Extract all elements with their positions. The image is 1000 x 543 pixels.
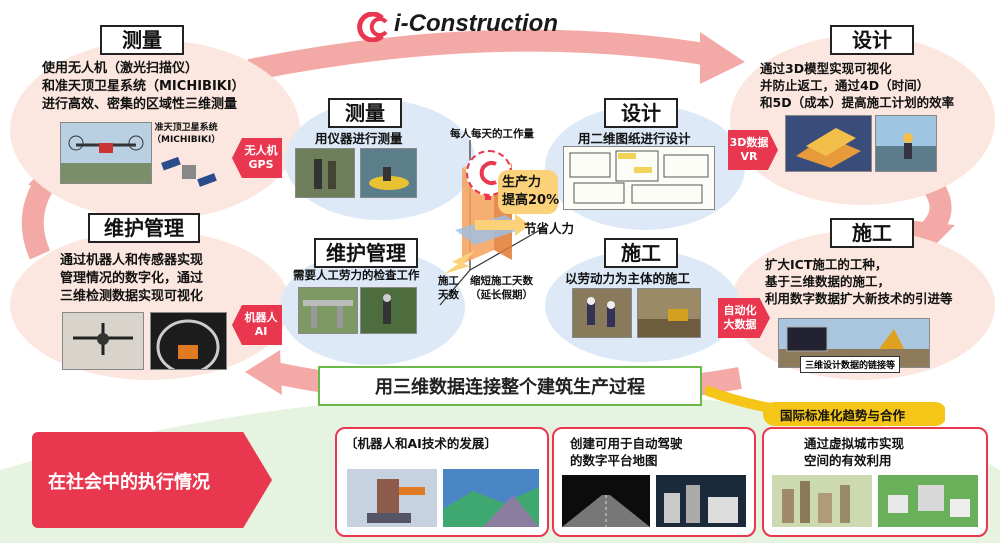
society-arrow	[32, 432, 272, 528]
future-survey-desc: 使用无人机（激光扫描仪） 和准天顶卫星系统（MICHIBIKI） 进行高效、密集…	[42, 60, 245, 114]
card-robot-ai: 〔机器人和AI技术的发展〕	[335, 427, 549, 537]
construction-caption: 三维设计数据的链接等	[800, 356, 901, 373]
logo-mark-icon	[357, 12, 388, 42]
days-line: 施工	[438, 275, 459, 287]
future-construction-desc: 扩大ICT施工的工种， 基于三维数据的施工， 利用数字数据扩大新技术的引进等	[765, 256, 953, 307]
desc-line: 并防止返工，通过4D（时间）	[760, 78, 930, 93]
desc-line: 和5D（成本）提高施工计划的效率	[760, 95, 955, 110]
future-construction-label: 施工	[830, 218, 914, 248]
card-title: 〔机器人和AI技术的发展〕	[345, 436, 497, 451]
header-logo: i-Construction	[352, 10, 612, 44]
desc-line: 通过3D模型实现可视化	[760, 61, 892, 76]
virtual-city-photo	[772, 475, 872, 527]
future-maintenance-label: 维护管理	[88, 213, 200, 243]
current-construction-label: 施工	[604, 238, 678, 268]
days-arrow	[444, 250, 475, 274]
pointcloud-photo	[562, 475, 650, 527]
desc-line: 使用无人机（激光扫描仪）	[42, 61, 199, 76]
survey-boat-photo	[360, 148, 417, 198]
desc-line: 三维检测数据实现可视化	[60, 289, 204, 304]
site-work-photo	[637, 288, 701, 338]
labor-arrow	[475, 214, 530, 236]
current-construction-desc: 以劳动力为主体的施工	[565, 271, 691, 286]
productivity-line: 提高20%	[502, 193, 560, 208]
current-design-desc: 用二维图纸进行设计	[578, 131, 691, 146]
productivity-line: 生产力	[502, 175, 542, 190]
desc-line: 进行高效、密集的区域性三维测量	[42, 97, 238, 112]
satellite-icon	[161, 156, 217, 187]
card-title-line: 的数字平台地图	[570, 453, 658, 468]
field-inspection-photo	[360, 287, 417, 334]
future-survey-label: 测量	[100, 25, 184, 55]
current-survey-label: 测量	[328, 98, 402, 128]
ai-terrain-photo	[443, 469, 539, 527]
manual-labor-photo	[572, 288, 632, 338]
current-maintenance-label: 维护管理	[314, 238, 418, 268]
tag-line: 3D数据	[729, 136, 769, 149]
tag-line: AI	[254, 325, 268, 338]
tag-line: 大数据	[723, 318, 757, 331]
3d-model-photo	[785, 115, 872, 172]
2d-drawings-photo	[563, 146, 715, 210]
satellite-caption: 准天顶卫星系统 （MICHIBIKI）	[152, 122, 220, 146]
tag-line: 无人机	[244, 144, 278, 157]
desc-line: 管理情况的数字化，通过	[60, 271, 204, 286]
chart-top-axis-label: 每人每天的工作量	[450, 128, 534, 140]
current-survey-desc: 用仪器进行测量	[315, 131, 403, 146]
current-design-label: 设计	[604, 98, 678, 128]
tag-line: 机器人	[244, 311, 278, 324]
future-design-label: 设计	[830, 25, 914, 55]
card-virtual-city: 通过虚拟城市实现 空间的有效利用	[762, 427, 988, 537]
desc-line: 通过机器人和传感器实现	[60, 253, 204, 268]
card-title: 创建可用于自动驾驶 的数字平台地图	[570, 435, 683, 469]
desc-line: 基于三维数据的施工，	[765, 274, 891, 289]
city-model-photo	[878, 475, 978, 527]
connect-bar: 用三维数据连接整个建筑生产过程	[318, 366, 702, 406]
vr-photo	[875, 115, 937, 172]
shorten-days-label: 缩短施工天数 （延长假期）	[470, 274, 533, 302]
desc-line: 扩大ICT施工的工种，	[765, 257, 888, 272]
days-axis-label: 施工 天数	[438, 274, 459, 302]
society-label: 在社会中的执行情况	[48, 472, 210, 493]
caption-line: 准天顶卫星系统	[154, 123, 218, 133]
robot-photo	[347, 469, 437, 527]
desc-line: 利用数字数据扩大新技术的引进等	[765, 291, 953, 306]
shorten-line: 缩短施工天数	[470, 275, 533, 287]
survey-instrument-photo	[295, 148, 355, 198]
tag-line: GPS	[248, 158, 274, 171]
axis-days	[439, 269, 471, 306]
intl-label: 国际标准化趋势与合作	[780, 408, 906, 423]
bridge-inspection-photo	[298, 287, 358, 334]
shorten-line: （延长假期）	[470, 289, 533, 301]
productivity-text: 生产力 提高20%	[502, 174, 559, 210]
tag-automation-bigdata: 自动化大数据	[718, 298, 770, 338]
current-maintenance-desc: 需要人工劳力的检查工作	[293, 268, 420, 282]
labor-saving-label: 节省人力	[524, 221, 575, 236]
tag-line: VR	[740, 150, 758, 163]
drone-photo	[60, 122, 152, 184]
city-pointcloud-photo	[656, 475, 746, 527]
logo-text: i-Construction	[394, 10, 558, 37]
card-title-line: 通过虚拟城市实现	[804, 436, 905, 451]
future-design-desc: 通过3D模型实现可视化 并防止返工，通过4D（时间） 和5D（成本）提高施工计划…	[760, 60, 954, 111]
desc-line: 和准天顶卫星系统（MICHIBIKI）	[42, 79, 245, 94]
future-survey-bubble	[10, 40, 300, 220]
card-title: 通过虚拟城市实现 空间的有效利用	[804, 435, 904, 469]
caption-line: （MICHIBIKI）	[152, 135, 221, 145]
days-line: 天数	[438, 289, 459, 301]
productivity-badge	[498, 170, 558, 214]
tag-line: 自动化	[723, 304, 757, 317]
intl-arrow	[705, 385, 945, 426]
card-title-line: 创建可用于自动驾驶	[570, 436, 683, 451]
card-digital-map: 创建可用于自动驾驶 的数字平台地图	[552, 427, 756, 537]
future-maintenance-desc: 通过机器人和传感器实现 管理情况的数字化，通过 三维检测数据实现可视化	[60, 252, 203, 306]
card-title-line: 空间的有效利用	[804, 453, 892, 468]
tunnel-inspection-photo	[150, 312, 227, 370]
robot-drone-photo	[62, 312, 144, 370]
